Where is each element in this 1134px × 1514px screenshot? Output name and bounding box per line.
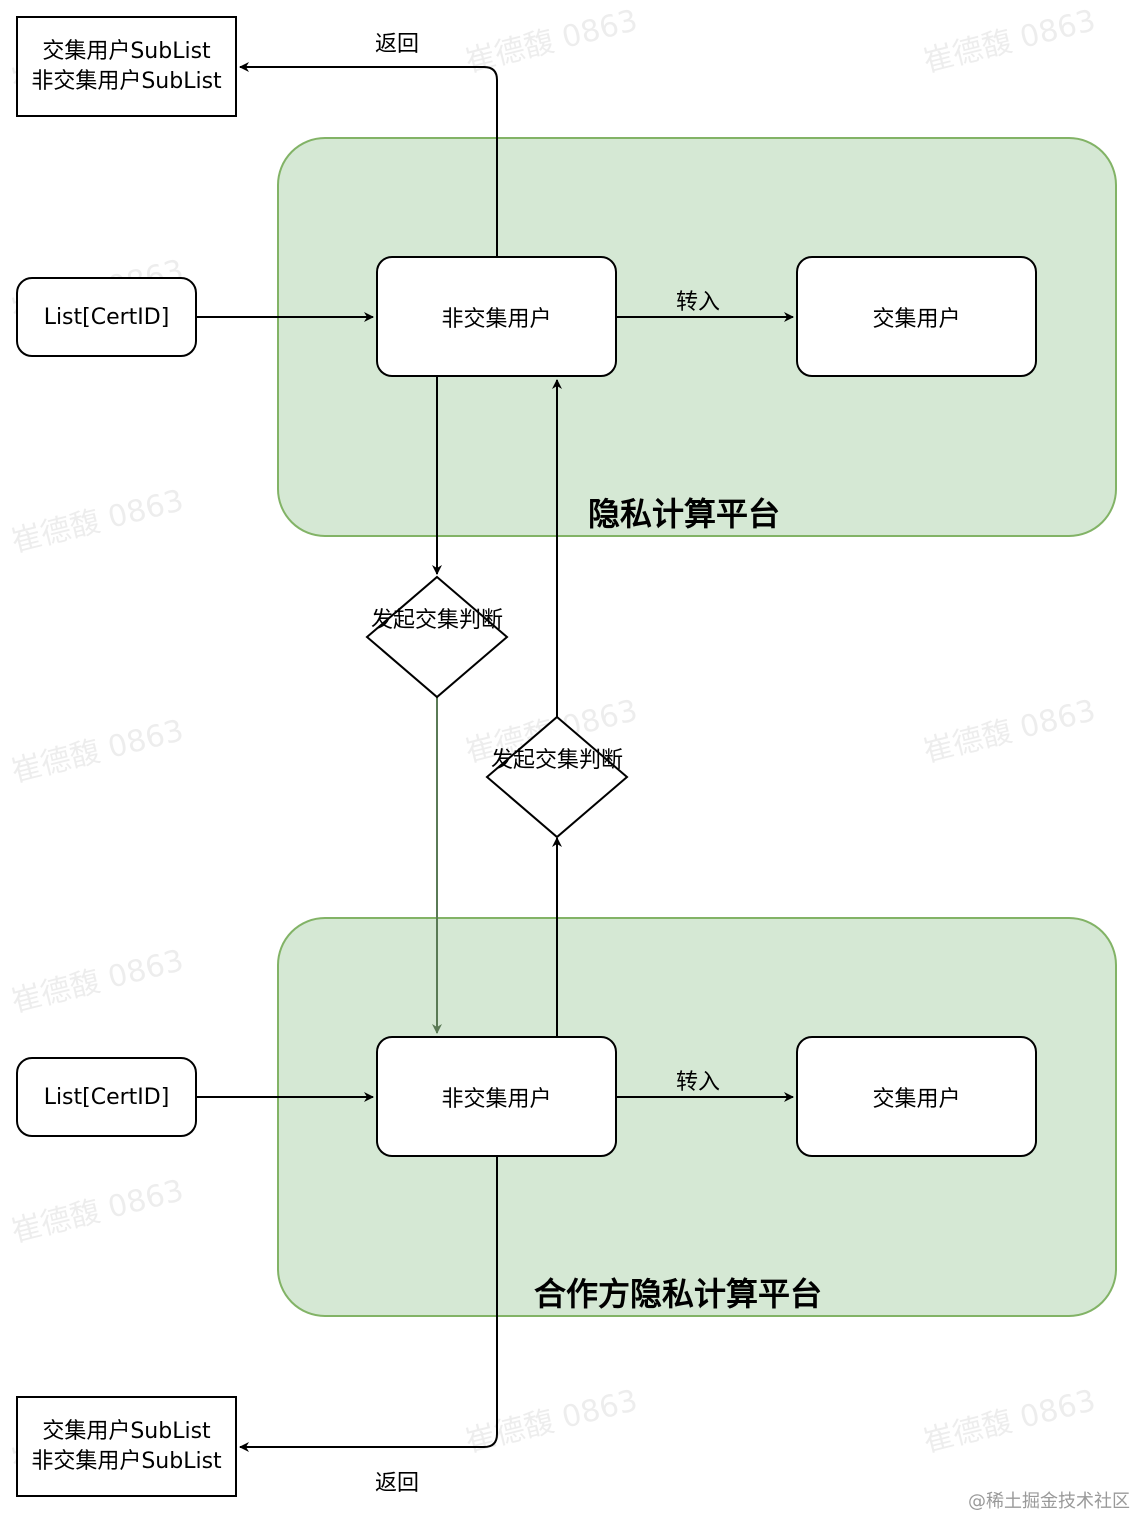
credit-watermark: @稀土掘金技术社区 xyxy=(968,1491,1130,1512)
arrow-bottom-return xyxy=(239,1157,498,1452)
arrow-top-return xyxy=(239,62,498,256)
top-output-line2: 非交集用户SubList xyxy=(31,68,222,94)
bottom-return-label: 返回 xyxy=(375,1471,420,1496)
decision-left-label: 发起交集判断 xyxy=(370,608,503,633)
top-intersect-box: 交集用户 xyxy=(796,256,1037,377)
bottom-non-intersect-box: 非交集用户 xyxy=(376,1036,617,1157)
bottom-input-box: List[CertID] xyxy=(16,1057,197,1137)
bottom-platform-title: 合作方隐私计算平台 xyxy=(534,1275,823,1313)
decision-diamond-left xyxy=(365,575,509,699)
top-transfer-label: 转入 xyxy=(676,290,721,315)
top-output-line1: 交集用户SubList xyxy=(42,38,211,64)
decision-right-label: 发起交集判断 xyxy=(490,748,623,773)
top-output-box: 交集用户SubList 非交集用户SubList xyxy=(16,16,237,117)
top-non-intersect-box: 非交集用户 xyxy=(376,256,617,377)
decision-diamond-right xyxy=(485,715,629,839)
top-platform-title: 隐私计算平台 xyxy=(588,495,781,533)
bottom-output-line2: 非交集用户SubList xyxy=(31,1448,222,1474)
bottom-intersect-box: 交集用户 xyxy=(796,1036,1037,1157)
top-return-label: 返回 xyxy=(375,32,420,57)
top-input-box: List[CertID] xyxy=(16,277,197,357)
bottom-output-line1: 交集用户SubList xyxy=(42,1418,211,1444)
bottom-transfer-label: 转入 xyxy=(676,1070,721,1095)
bottom-output-box: 交集用户SubList 非交集用户SubList xyxy=(16,1396,237,1497)
